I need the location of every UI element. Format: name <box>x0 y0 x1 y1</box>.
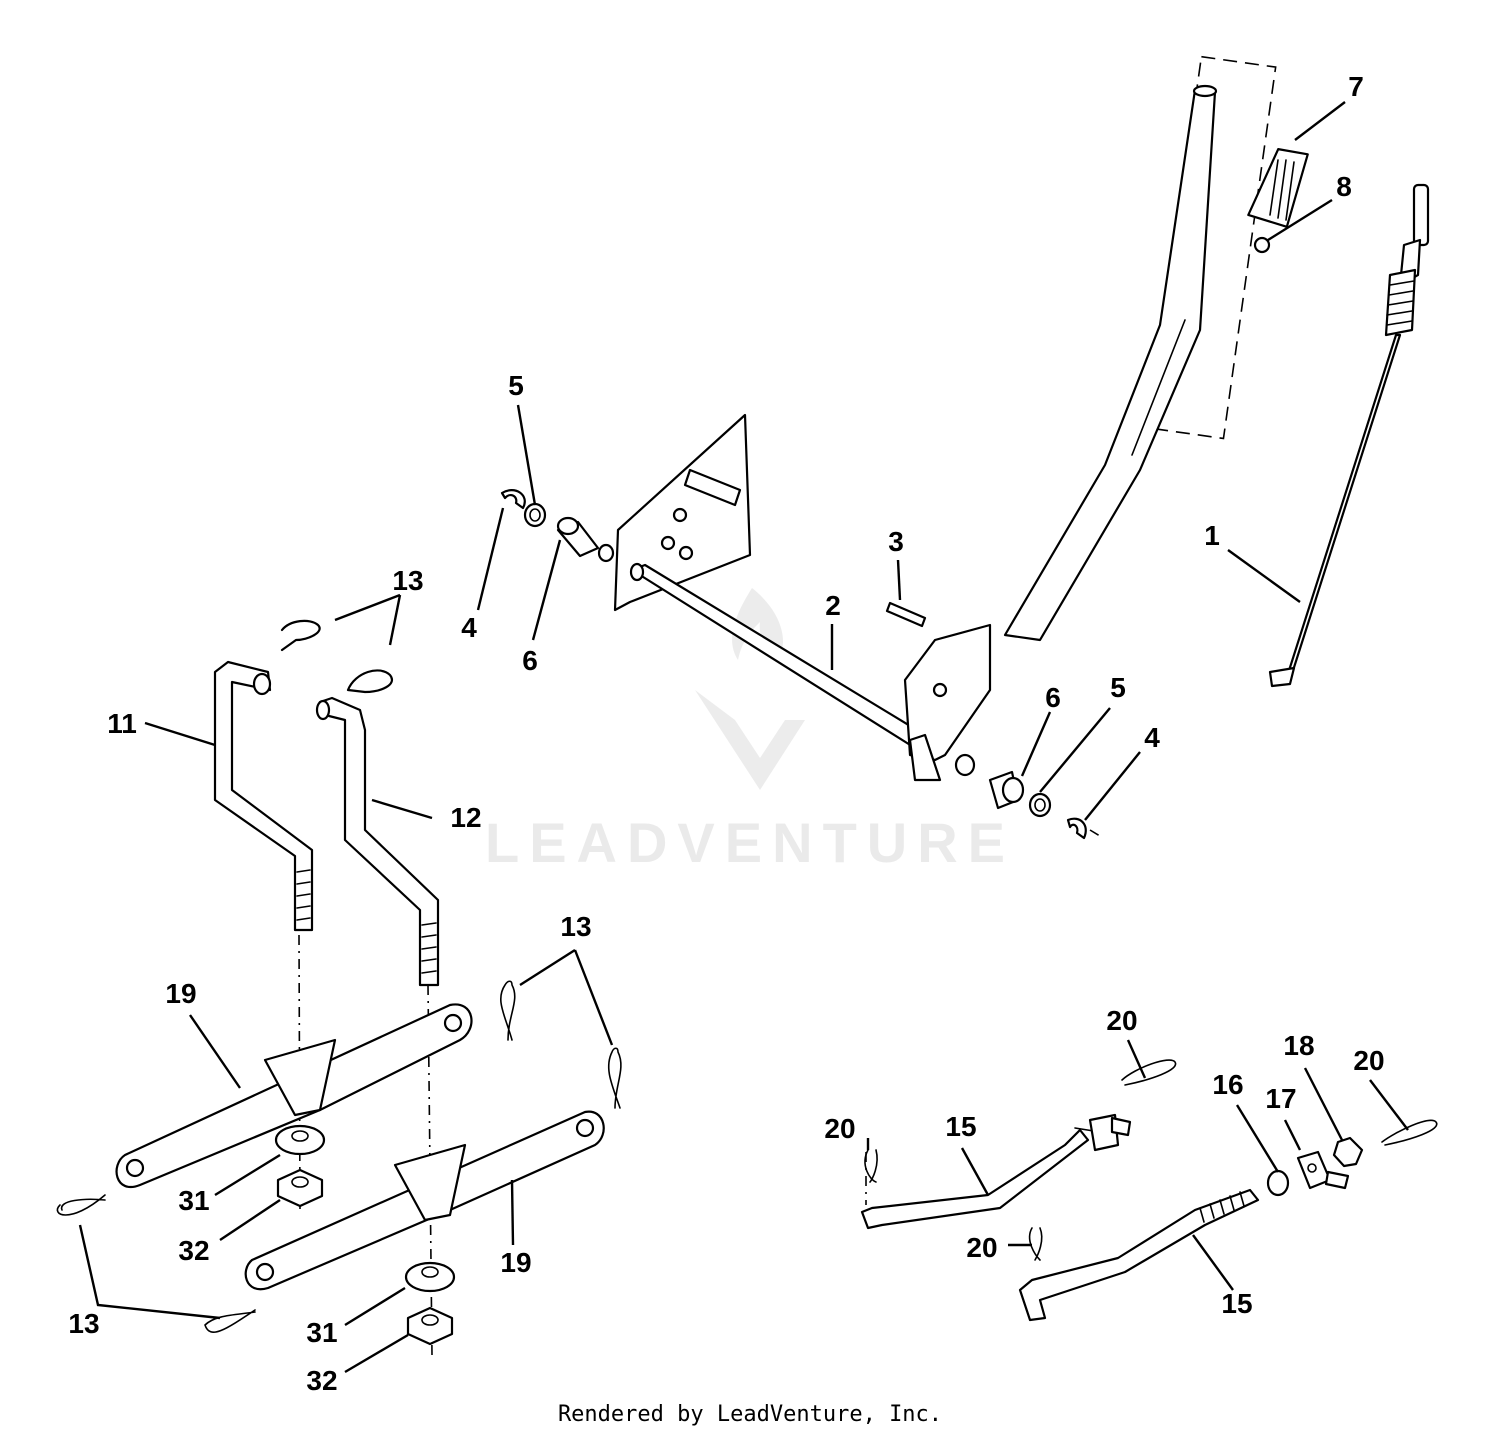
stabilizer-rod-lower <box>1018 1136 1364 1322</box>
watermark: LEADVENTURE <box>485 588 1015 874</box>
callout-1: 1 <box>1204 520 1220 551</box>
hanger-rod-right <box>315 669 440 987</box>
callout-6: 6 <box>522 645 538 676</box>
callout-5b: 5 <box>1110 672 1126 703</box>
callout-19: 19 <box>165 978 196 1009</box>
callout-3: 3 <box>888 526 904 557</box>
leader-lines <box>78 101 1409 1374</box>
callout-7: 7 <box>1348 71 1364 102</box>
handle-grip <box>1247 148 1309 254</box>
callout-20d: 20 <box>966 1232 997 1263</box>
callout-4b: 4 <box>1144 722 1160 753</box>
hairpin-clips-20 <box>864 1059 1438 1261</box>
hanger-rod-left <box>213 619 321 932</box>
callout-19b: 19 <box>500 1247 531 1278</box>
washer-nut-right <box>404 1261 456 1346</box>
callout-31: 31 <box>178 1185 209 1216</box>
callout-20b: 20 <box>1353 1045 1384 1076</box>
callout-31b: 31 <box>306 1317 337 1348</box>
lift-link-rod <box>1268 183 1430 688</box>
lift-arm-upper <box>115 1003 473 1189</box>
callout-5: 5 <box>508 370 524 401</box>
callout-8: 8 <box>1336 171 1352 202</box>
callout-6b: 6 <box>1045 682 1061 713</box>
stabilizer-rod-upper <box>860 1113 1132 1230</box>
callout-13c: 13 <box>68 1308 99 1339</box>
callout-13: 13 <box>392 565 423 596</box>
callout-17: 17 <box>1265 1083 1296 1114</box>
watermark-text: LEADVENTURE <box>485 811 1015 874</box>
callout-15: 15 <box>945 1111 976 1142</box>
lift-bracket <box>613 413 752 612</box>
callout-32: 32 <box>178 1235 209 1266</box>
callout-20c: 20 <box>824 1113 855 1144</box>
callout-13b: 13 <box>560 911 591 942</box>
lift-handle <box>1003 55 1277 642</box>
callout-4: 4 <box>461 612 477 643</box>
callout-15b: 15 <box>1221 1288 1252 1319</box>
callout-32b: 32 <box>306 1365 337 1396</box>
lift-arm-lower <box>244 1110 605 1291</box>
handle-mount <box>903 623 992 782</box>
washer-nut-left <box>274 1124 326 1208</box>
shaft-hardware-right <box>954 753 1101 840</box>
callout-18: 18 <box>1283 1030 1314 1061</box>
callout-11: 11 <box>107 708 137 739</box>
lift-shaft <box>629 562 927 750</box>
hairpin-clips-13 <box>56 980 622 1334</box>
footer-credit: Rendered by LeadVenture, Inc. <box>557 1402 943 1427</box>
roll-pin <box>885 601 927 628</box>
callout-12: 12 <box>450 802 481 833</box>
callout-2: 2 <box>825 590 841 621</box>
callout-20: 20 <box>1106 1005 1137 1036</box>
callout-labels: 7 8 5 3 1 13 4 2 6 11 6 5 4 12 13 19 20 … <box>68 71 1384 1396</box>
callout-16: 16 <box>1212 1069 1243 1100</box>
